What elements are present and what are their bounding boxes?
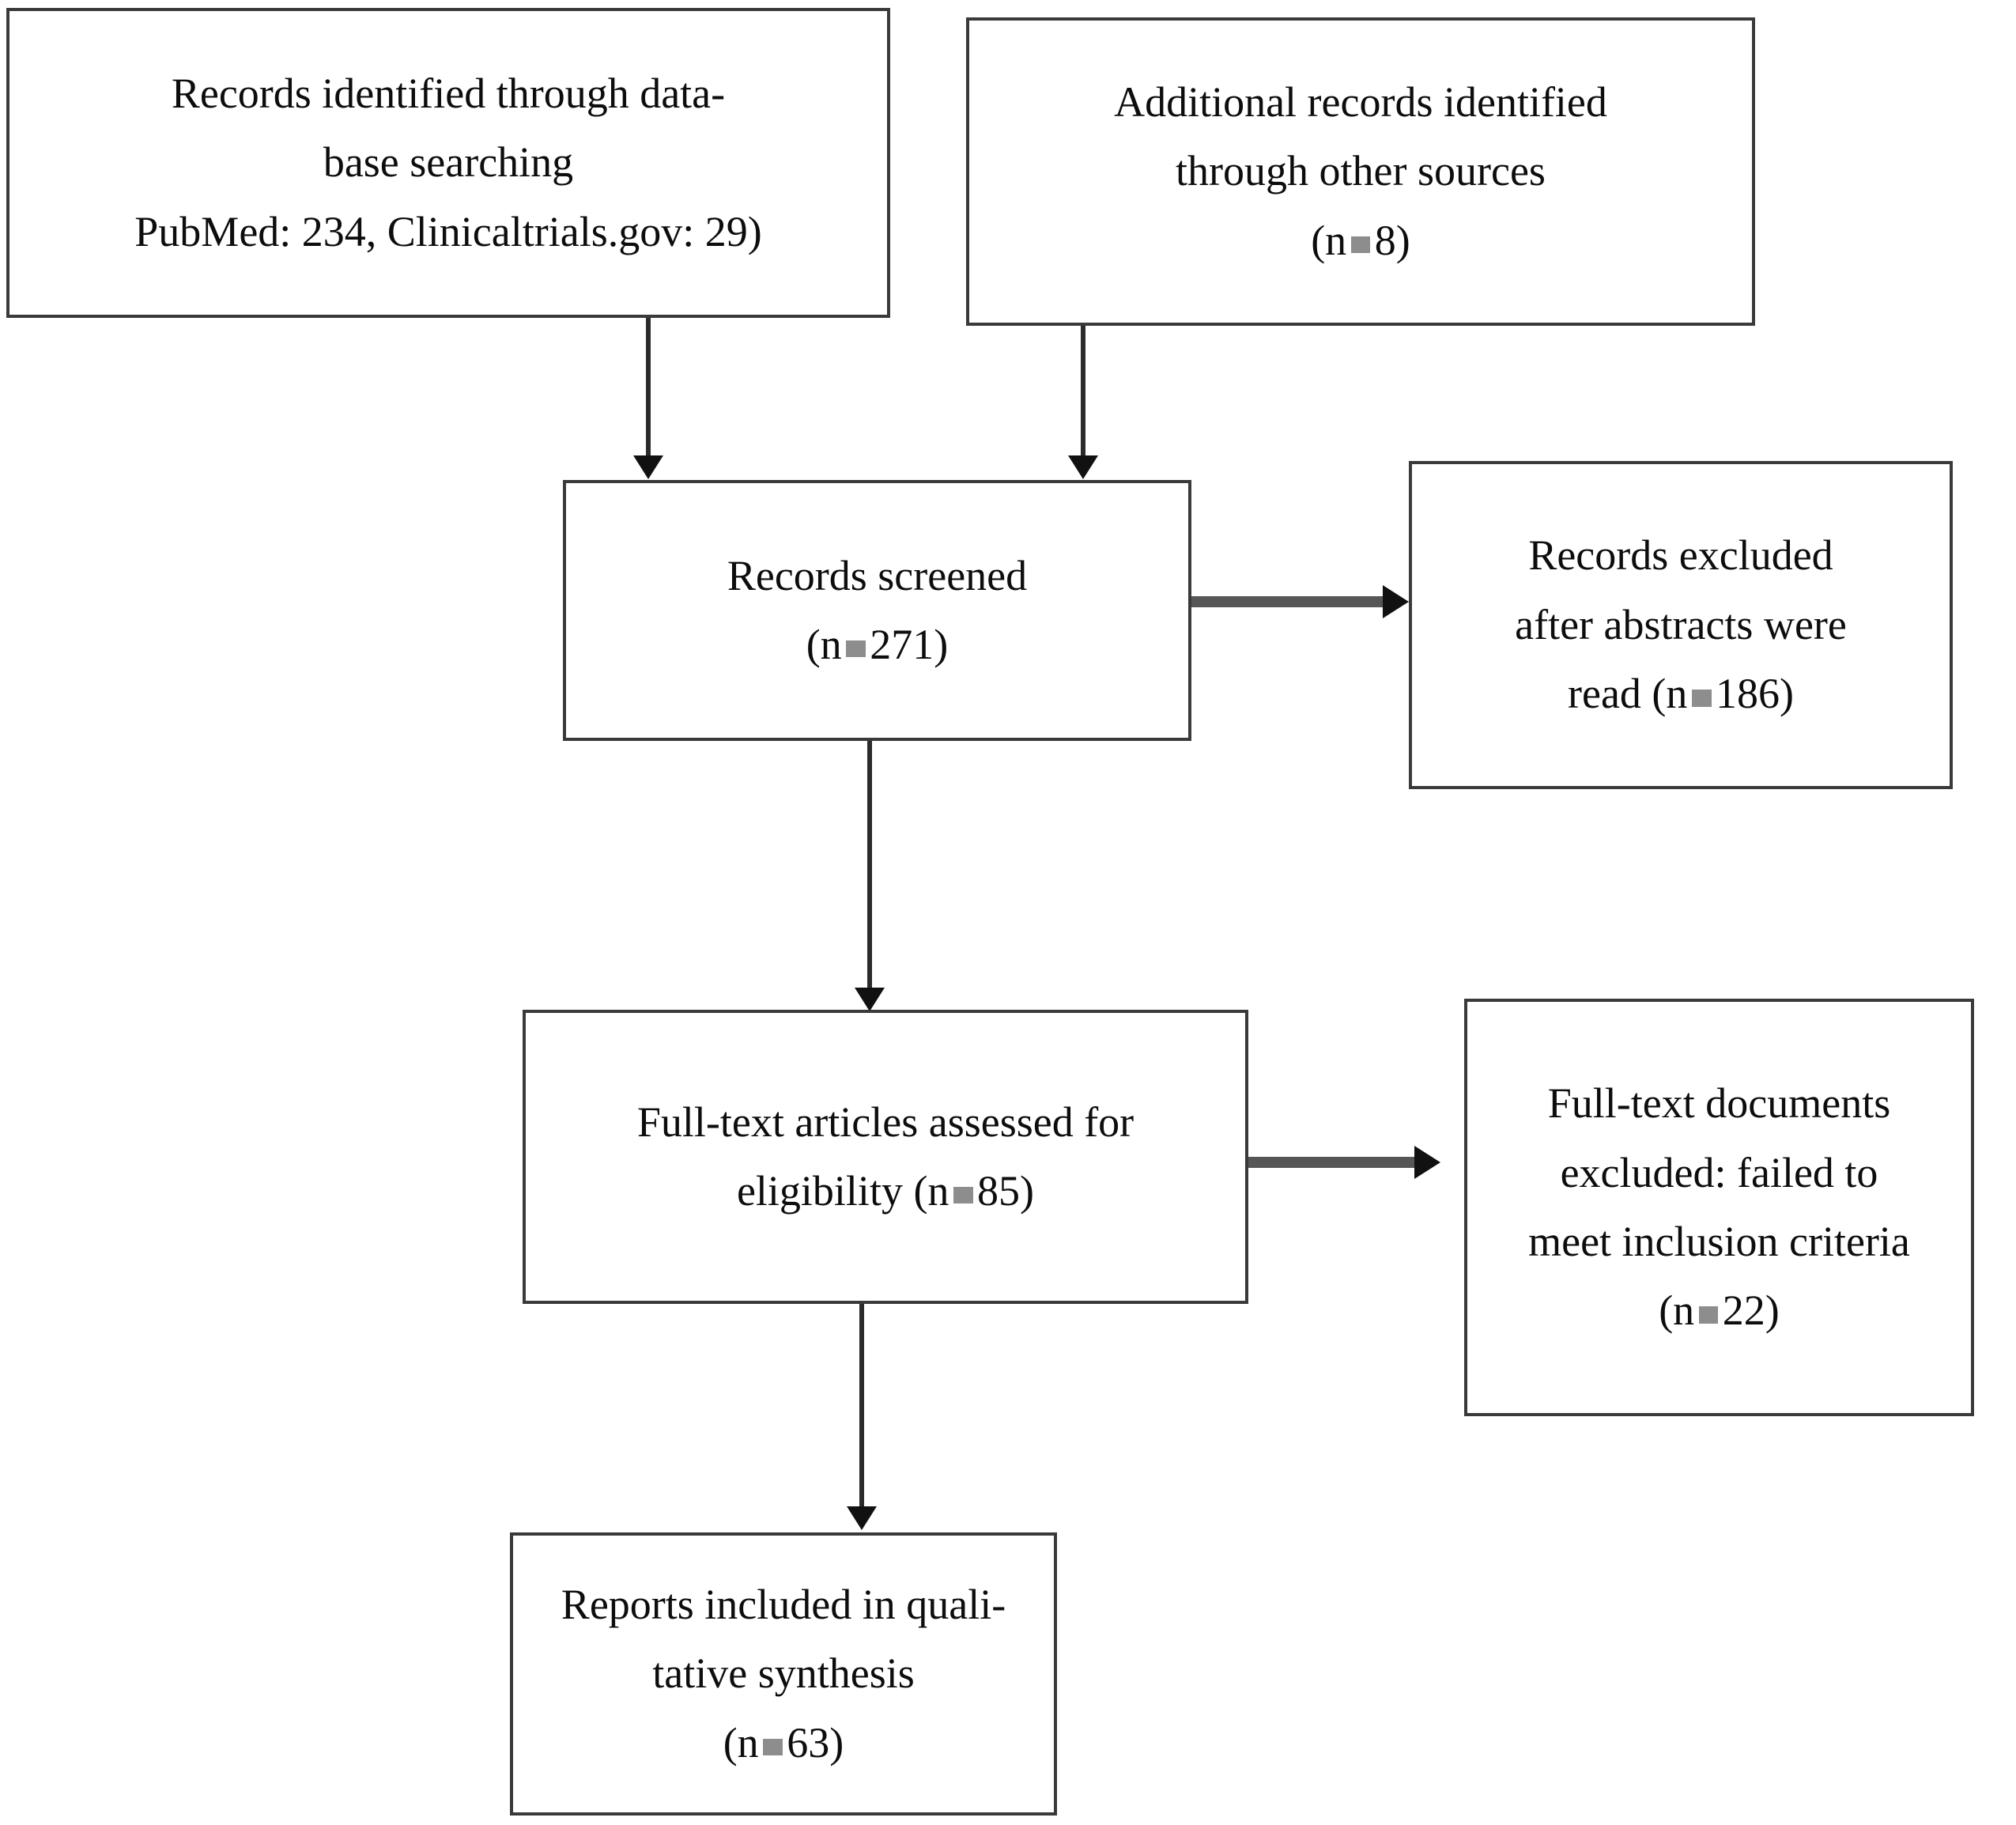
screened-count-prefix: (n [806,621,842,668]
records-excluded-abstracts-box: Records excluded after abstracts were re… [1409,461,1953,789]
included-line-1: Reports included in quali- [561,1580,1006,1628]
screened-count-value: 271) [870,621,949,668]
identified-database-line-2: base searching [323,138,574,187]
fulltext-excluded-count-value: 22) [1722,1287,1780,1335]
included-count-value: 63) [787,1718,844,1766]
excluded-abstracts-count-value: 186) [1716,670,1794,718]
arrow-other-sources-to-screened-head [1068,455,1098,479]
identified-other-line-2: through other sources [1176,147,1546,195]
identified-other-count: (n 8) [1311,206,1410,275]
arrow-screened-to-full-text-head [855,988,885,1011]
included-line-2: tative synthesis [652,1649,915,1698]
equals-sign-icon [846,640,866,658]
identified-other-count-value: 8) [1374,216,1410,264]
equals-sign-icon [1691,690,1712,707]
full-text-articles-assessed-box: Full-text articles assessed for eligibil… [523,1010,1248,1304]
identified-database-count: PubMed: 234, Clinicaltrials.gov: 29) [134,207,762,255]
identified-other-line-1: Additional records identified [1114,77,1607,126]
fulltext-assessed-count-value: 85) [977,1167,1035,1215]
identified-database-line-1: Records identified through data- [171,69,726,117]
full-text-documents-excluded-box: Full-text documents excluded: failed to … [1464,999,1974,1416]
excluded-abstracts-count-prefix: read (n [1568,670,1688,718]
fulltext-assessed-count-prefix: eligibility (n [736,1167,949,1215]
equals-sign-icon [1698,1306,1719,1324]
arrow-screened-to-full-text-line [867,741,872,994]
fulltext-excluded-line-3: meet inclusion criteria [1528,1218,1910,1265]
arrow-full-text-to-reports-included-line [859,1304,864,1513]
equals-sign-icon [1350,236,1371,254]
fulltext-excluded-line-1: Full-text documents [1547,1079,1891,1128]
included-count-prefix: (n [723,1718,759,1766]
reports-included-qualitative-synthesis-box: Reports included in quali- tative synthe… [510,1532,1057,1816]
equals-sign-icon [953,1186,973,1204]
arrow-full-text-to-documents-excluded-head [1414,1146,1440,1179]
identified-other-count-prefix: (n [1311,216,1347,264]
records-identified-database-box: Records identified through data- base se… [6,8,890,318]
excluded-abstracts-count: read (n 186) [1568,659,1794,728]
records-screened-box: Records screened (n 271) [563,480,1191,741]
screened-line-1: Records screened [727,551,1028,599]
arrow-database-to-screened-head [633,455,663,479]
arrow-screened-to-records-excluded-line [1191,596,1389,607]
arrow-full-text-to-documents-excluded-line [1248,1157,1421,1168]
additional-records-other-sources-box: Additional records identified through ot… [966,17,1755,326]
fulltext-excluded-count: (n 22) [1659,1276,1780,1345]
screened-count: (n 271) [806,610,949,679]
fulltext-assessed-line-1: Full-text articles assessed for [636,1098,1134,1146]
arrow-other-sources-to-screened-line [1081,326,1085,460]
excluded-abstracts-line-2: after abstracts were [1515,600,1847,648]
included-count: (n 63) [723,1709,844,1778]
equals-sign-icon [763,1738,783,1756]
fulltext-excluded-line-2: excluded: failed to [1560,1148,1878,1196]
arrow-screened-to-records-excluded-head [1383,585,1409,618]
arrow-full-text-to-reports-included-head [847,1506,877,1530]
excluded-abstracts-line-1: Records excluded [1528,531,1833,580]
fulltext-assessed-count: eligibility (n 85) [737,1157,1034,1226]
fulltext-excluded-count-prefix: (n [1659,1287,1695,1335]
arrow-database-to-screened-line [646,318,651,460]
